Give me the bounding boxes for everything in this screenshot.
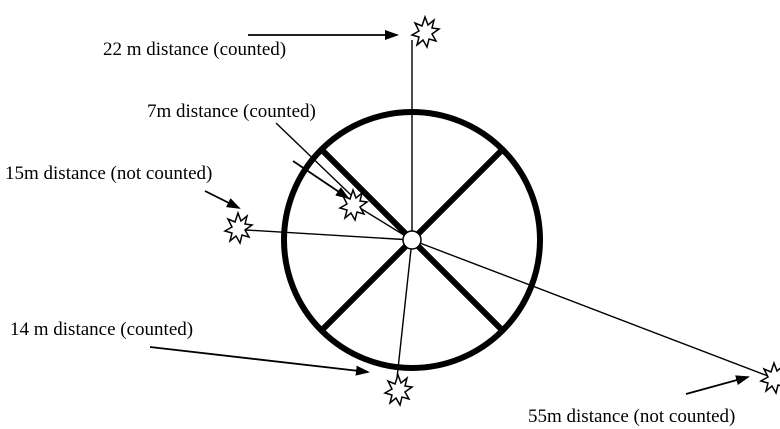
center-point-icon bbox=[402, 230, 422, 250]
radial-line-55m bbox=[411, 239, 769, 377]
burst-icon-7m bbox=[338, 187, 369, 222]
burst-icon-55m bbox=[759, 360, 780, 395]
burst-icon-22m bbox=[410, 14, 441, 49]
label-22m: 22 m distance (counted) bbox=[103, 39, 286, 60]
label-55m: 55m distance (not counted) bbox=[528, 406, 735, 427]
radial-line-14m bbox=[396, 239, 413, 379]
label-15m: 15m distance (not counted) bbox=[5, 163, 212, 184]
burst-icon-14m bbox=[383, 372, 414, 407]
arrow-icon bbox=[685, 375, 750, 395]
arrow-icon bbox=[149, 346, 370, 376]
arrow-icon bbox=[292, 160, 350, 200]
label-14m: 14 m distance (counted) bbox=[10, 319, 193, 340]
label-7m: 7m distance (counted) bbox=[147, 101, 316, 122]
arrow-icon bbox=[204, 190, 241, 209]
burst-icon-15m bbox=[223, 210, 254, 245]
plot-circle bbox=[281, 109, 543, 371]
radial-line-15m bbox=[245, 229, 413, 241]
